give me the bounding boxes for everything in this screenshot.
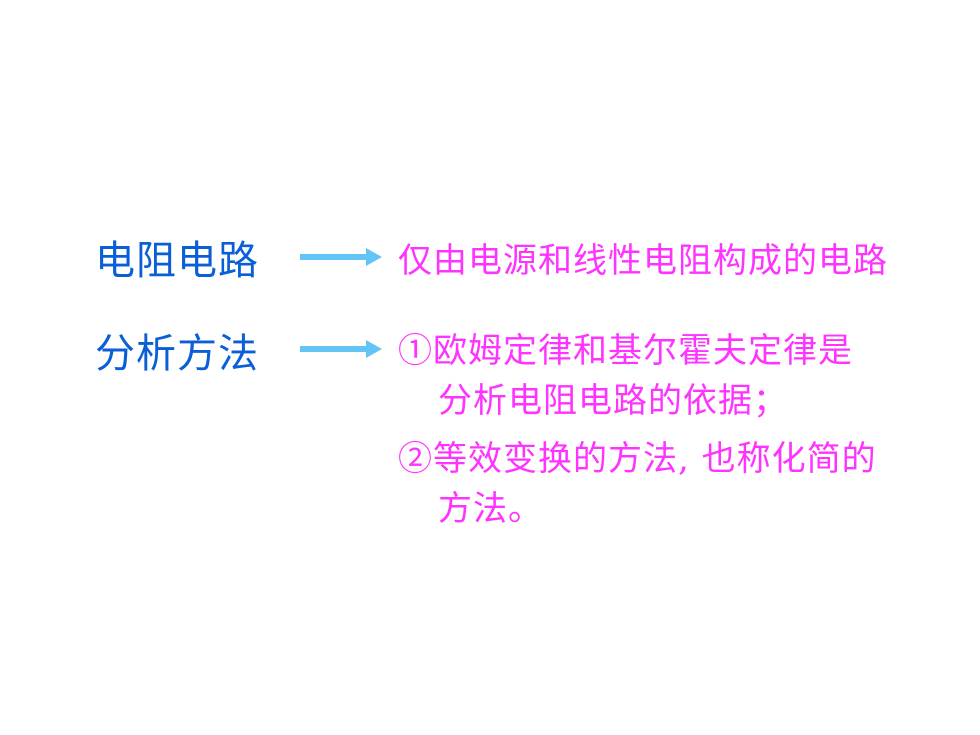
definition-block: 仅由电源和线性电阻构成的电路 bbox=[398, 240, 888, 290]
right-arrow-icon bbox=[300, 248, 382, 266]
right-arrow-icon bbox=[300, 340, 382, 358]
term-resistive-circuit: 电阻电路 bbox=[95, 238, 259, 284]
method-item-1-line-1: ①欧姆定律和基尔霍夫定律是 bbox=[398, 331, 853, 371]
method-item-2-line-1: ②等效变换的方法, 也称化简的 bbox=[398, 439, 877, 479]
method-item-2-line-2: 方法。 bbox=[438, 489, 543, 529]
method-list: ①欧姆定律和基尔霍夫定律是 分析电阻电路的依据； ②等效变换的方法, 也称化简的… bbox=[398, 330, 877, 538]
method-item-1-line-2: 分析电阻电路的依据； bbox=[438, 381, 788, 421]
term-analysis-method: 分析方法 bbox=[95, 331, 259, 377]
definition-text: 仅由电源和线性电阻构成的电路 bbox=[398, 241, 888, 281]
